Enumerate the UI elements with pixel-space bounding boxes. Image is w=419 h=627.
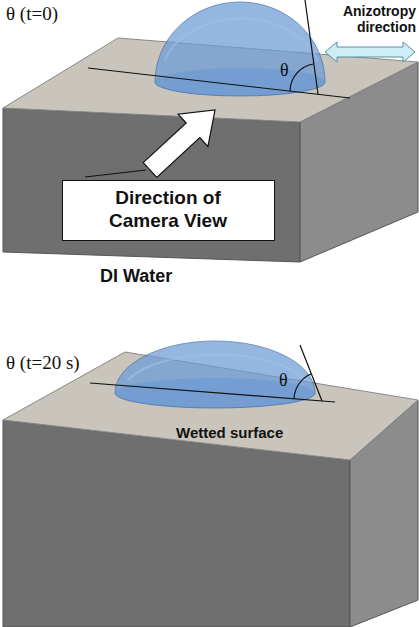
caption-box: Direction of Camera View (62, 180, 275, 241)
angle-arc (294, 374, 311, 399)
surface-label: Wetted surface (176, 424, 283, 441)
tangent-line (300, 345, 322, 401)
time-label: θ (t=0) (6, 3, 58, 25)
angle-symbol: θ (280, 60, 289, 81)
angle-symbol: θ (279, 370, 288, 391)
double-arrow (325, 42, 415, 62)
liquid-label: DI Water (100, 266, 172, 287)
direction-label: Anizotropy direction (318, 3, 416, 35)
box-text: Direction of Camera View (93, 187, 243, 233)
water-droplet (155, 2, 325, 96)
time-label: θ (t=20 s) (6, 352, 80, 374)
view-arrow (143, 110, 215, 177)
angle-arc (290, 64, 313, 91)
tangent-line (305, 0, 318, 94)
leader-line (85, 170, 146, 177)
baseline (88, 68, 350, 98)
